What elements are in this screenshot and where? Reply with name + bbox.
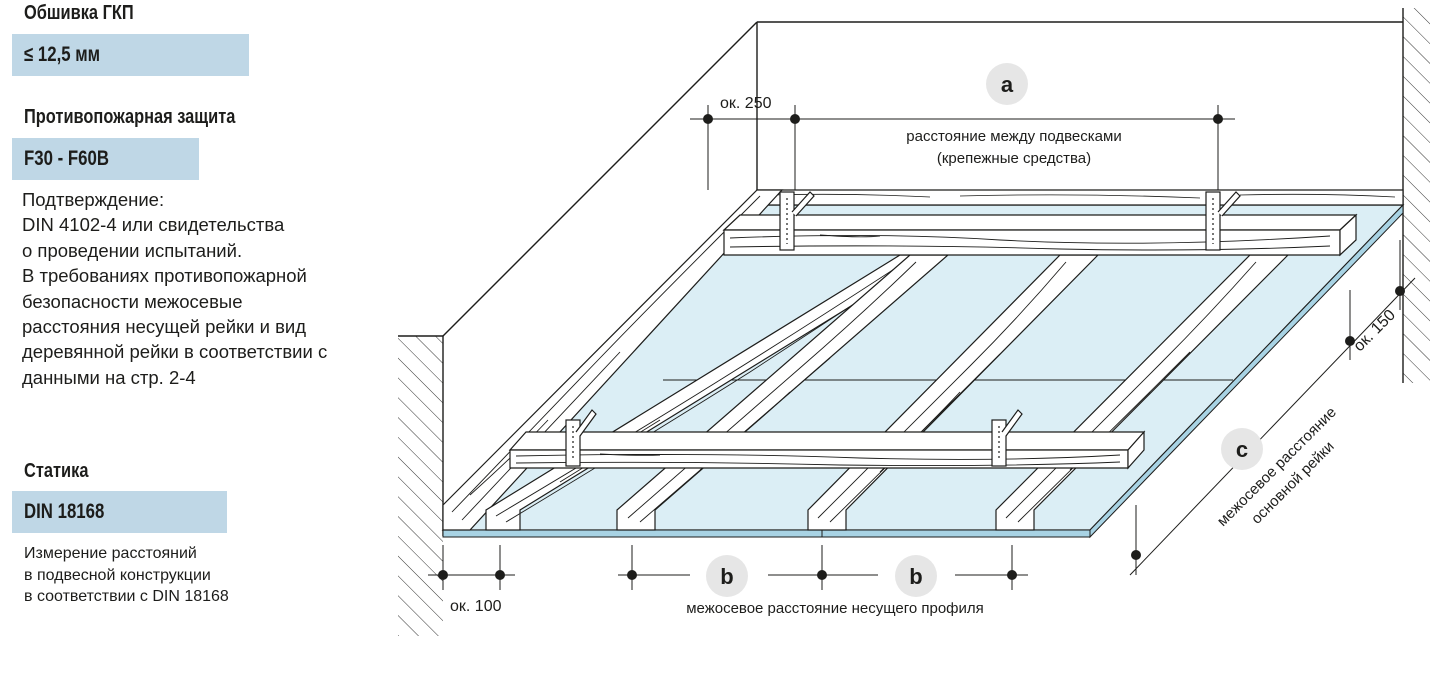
back-rail	[756, 189, 1404, 206]
cladding-heading: Обшивка ГКП	[24, 2, 134, 24]
dimension-dot	[1007, 570, 1017, 580]
specification-panel: Обшивка ГКП ≤ 12,5 мм Противопожарная за…	[0, 0, 400, 675]
confirmation-line: В требованиях противопожарной	[22, 265, 307, 287]
confirmation-line: расстояния несущей рейки и вид	[22, 315, 307, 337]
marker-b: b	[720, 564, 733, 589]
measurement-text: Измерение расстояний в подвесной констру…	[24, 543, 229, 608]
label-approx-100: ок. 100	[450, 598, 502, 615]
marker-c: c	[1236, 437, 1248, 462]
marker-b: b	[909, 564, 922, 589]
dimension-bearing-profile-spacing	[428, 545, 1028, 590]
confirmation-line: о проведении испытаний.	[22, 239, 243, 261]
dimension-dot	[495, 570, 505, 580]
confirmation-line: данными на стр. 2-4	[22, 366, 196, 388]
dimension-dot	[703, 114, 713, 124]
label-approx-150: ок. 150	[1351, 307, 1399, 355]
dimension-dot	[1131, 550, 1141, 560]
cladding-value: ≤ 12,5 мм	[24, 43, 101, 66]
right-wall-hatching	[1403, 8, 1430, 383]
fire-protection-value-box: F30 - F60B	[12, 138, 199, 180]
dimension-dot	[817, 570, 827, 580]
confirmation-line: безопасности межосевые	[22, 290, 243, 312]
statics-value: DIN 18168	[24, 500, 105, 523]
confirmation-line: DIN 4102-4 или свидетельства	[22, 214, 285, 236]
hanger-bracket	[991, 409, 1023, 467]
hanger-bracket	[779, 191, 815, 251]
marker-a: a	[1001, 72, 1014, 97]
fire-protection-heading: Противопожарная защита	[24, 106, 236, 128]
hangers	[565, 191, 1241, 467]
dimension-dot	[438, 570, 448, 580]
marker-c-circle	[1221, 428, 1263, 470]
dimension-main-rail-spacing	[1129, 240, 1416, 576]
bearing-batten-lower	[508, 430, 1146, 470]
label-bearing-profile-spacing: межосевое расстояние несущего профиля	[686, 600, 984, 617]
marker-a-circle	[986, 63, 1028, 105]
statics-heading: Статика	[24, 460, 89, 482]
fire-protection-value: F30 - F60B	[24, 147, 109, 170]
marker-b-circle	[895, 555, 937, 597]
measurement-line: в подвесной конструкции	[24, 566, 211, 584]
confirmation-line: деревянной рейки в соответствии с	[22, 341, 328, 363]
measurement-line: Измерение расстояний	[24, 545, 197, 562]
left-wall-hatching	[398, 336, 443, 636]
measurement-line: в соответствии с DIN 18168	[24, 588, 229, 605]
dimension-dot	[627, 570, 637, 580]
statics-value-box: DIN 18168	[12, 491, 227, 533]
dimension-dot	[790, 114, 800, 124]
dimension-hanger-spacing	[690, 105, 1235, 190]
dimension-dot	[1213, 114, 1223, 124]
confirmation-line: Подтверждение:	[22, 189, 165, 210]
marker-b-circle	[706, 555, 748, 597]
dimension-dot	[1395, 286, 1405, 296]
confirmation-text: Подтверждение: DIN 4102-4 или свидетельс…	[22, 187, 327, 390]
cladding-value-box: ≤ 12,5 мм	[12, 34, 249, 76]
label-fastening-means: (крепежные средства)	[937, 150, 1091, 167]
dimension-dot	[1345, 336, 1355, 346]
hanger-bracket	[1205, 191, 1241, 251]
label-approx-250: ок. 250	[720, 95, 772, 112]
bearing-batten-upper	[722, 213, 1358, 257]
label-hanger-spacing: расстояние между подвесками	[906, 128, 1121, 145]
hanger-bracket	[565, 409, 597, 467]
